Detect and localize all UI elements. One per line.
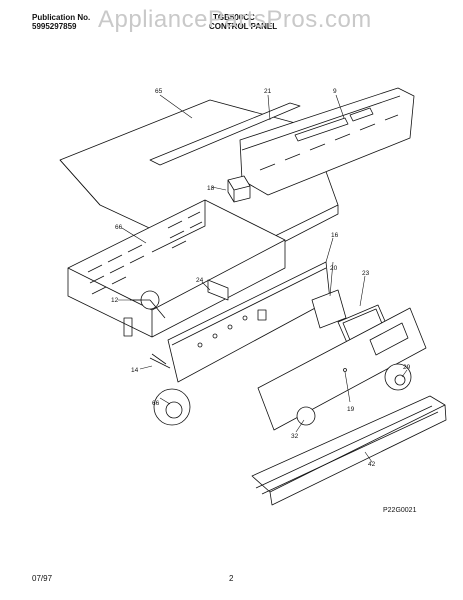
callout-18: 18 [207, 185, 215, 192]
figure-code: P22G0021 [383, 507, 417, 514]
callout-66: 66 [152, 400, 160, 407]
part-clip [227, 175, 251, 203]
callout-14: 14 [131, 367, 139, 374]
part-housing [67, 199, 286, 338]
callout-65: 65 [155, 88, 163, 95]
print-date: 07/97 [32, 574, 53, 583]
part-front-panel [257, 307, 427, 431]
publication-number: 5995297859 [32, 22, 77, 31]
page-number: 2 [229, 574, 234, 583]
callout-23: 23 [362, 270, 370, 277]
part-display-window [311, 289, 389, 346]
callout-66: 66 [115, 224, 123, 231]
callout-16: 16 [331, 232, 339, 239]
publication-label: Publication No. [32, 13, 91, 22]
part-trim-rail [251, 395, 447, 506]
callout-42: 42 [368, 461, 376, 468]
section-title: CONTROL PANEL [209, 22, 278, 31]
callout-19: 19 [347, 406, 355, 413]
callout-24: 24 [196, 277, 204, 284]
callout-32: 32 [291, 433, 299, 440]
callout-leaders [118, 94, 408, 463]
model-number: TGB500CC [213, 13, 255, 22]
callout-21: 21 [264, 88, 272, 95]
callout-labels: 65 21 9 18 66 16 20 23 24 12 14 19 29 66 32 42 [111, 88, 411, 468]
callout-20: 20 [330, 265, 338, 272]
callout-29: 29 [403, 364, 411, 371]
part-trim-strip [149, 102, 301, 166]
watermark: AppliancePartsPros.com [98, 6, 372, 33]
callout-12: 12 [111, 297, 119, 304]
part-knobs [153, 363, 412, 426]
callout-9: 9 [333, 88, 337, 95]
